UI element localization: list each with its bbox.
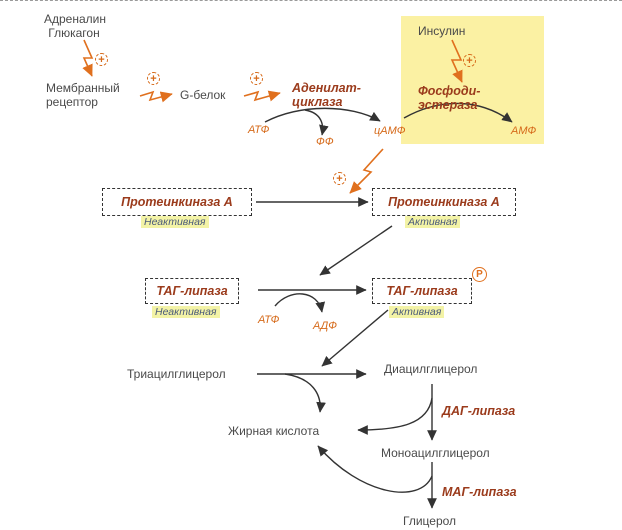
atp-label-2: АТФ [258, 314, 280, 326]
pka-inactive-box: Протеинкиназа А [102, 188, 252, 216]
tag-lipase-active-state: Активная [389, 306, 445, 318]
adenylate-cyclase-label: Аденилат-циклаза [292, 81, 361, 109]
ppi-label: ФФ [316, 136, 334, 148]
arrow-mag-fatty-acid [317, 445, 433, 493]
tag-lipase-inactive-state: Неактивная [152, 306, 220, 318]
pka-inactive-state: Неактивная [141, 216, 209, 228]
activation-sign-insulin: + [463, 54, 476, 67]
signal-insulin [450, 39, 463, 83]
dag-lipase-label: ДАГ-липаза [442, 404, 516, 418]
diacylglycerol-label: Диацилглицерол [384, 362, 478, 376]
phosphodiesterase-label: Фосфоди-эстераза [418, 84, 481, 112]
activation-sign-camp: + [333, 172, 346, 185]
pka-inactive-name: Протеинкиназа А [121, 195, 233, 209]
signal-camp-pka [349, 148, 384, 194]
signal-receptor-gprotein [139, 90, 173, 103]
arrow-atp-camp [264, 107, 381, 123]
pka-active-state: Активная [405, 216, 461, 228]
g-protein-label: G-белок [180, 88, 226, 102]
arrow-tag-to-reaction [321, 309, 389, 367]
signal-gprotein-cyclase [243, 90, 281, 102]
arrow-camp-amp [403, 102, 513, 123]
atp-label-1: АТФ [248, 124, 270, 136]
insulin-highlight-panel [401, 16, 544, 144]
monoacylglycerol-label: Моноацилглицерол [381, 446, 490, 460]
amp-label: АМФ [511, 125, 537, 137]
arrow-tag-fatty-acid [284, 373, 326, 413]
tag-lipase-active-box: ТАГ-липаза [372, 278, 472, 304]
signal-hormone-receptor [82, 39, 94, 77]
camp-label: цАМФ [374, 125, 406, 137]
tag-lipase-inactive-name: ТАГ-липаза [156, 284, 228, 298]
pka-active-name: Протеинкиназа А [388, 195, 500, 209]
arrow-atp-adp [274, 293, 326, 313]
arrow-pka-to-tag [319, 225, 393, 276]
activation-sign-receptor: + [147, 72, 160, 85]
activation-sign-hormone: + [95, 53, 108, 66]
activation-sign-gprotein: + [250, 72, 263, 85]
tag-lipase-active-name: ТАГ-липаза [386, 284, 458, 298]
insulin-label: Инсулин [418, 24, 466, 38]
arrow-dag-fatty-acid [357, 397, 433, 435]
adp-label: АДФ [313, 320, 337, 332]
fatty-acid-label: Жирная кислота [228, 424, 320, 438]
arrow-ppi [304, 109, 329, 136]
tag-lipase-inactive-box: ТАГ-липаза [145, 278, 239, 304]
glycerol-label: Глицерол [403, 514, 457, 528]
triacylglycerol-label: Триацилглицерол [127, 367, 226, 381]
mag-lipase-label: МАГ-липаза [442, 485, 517, 499]
phosphate-icon: P [472, 267, 487, 282]
pka-active-box: Протеинкиназа А [372, 188, 516, 216]
